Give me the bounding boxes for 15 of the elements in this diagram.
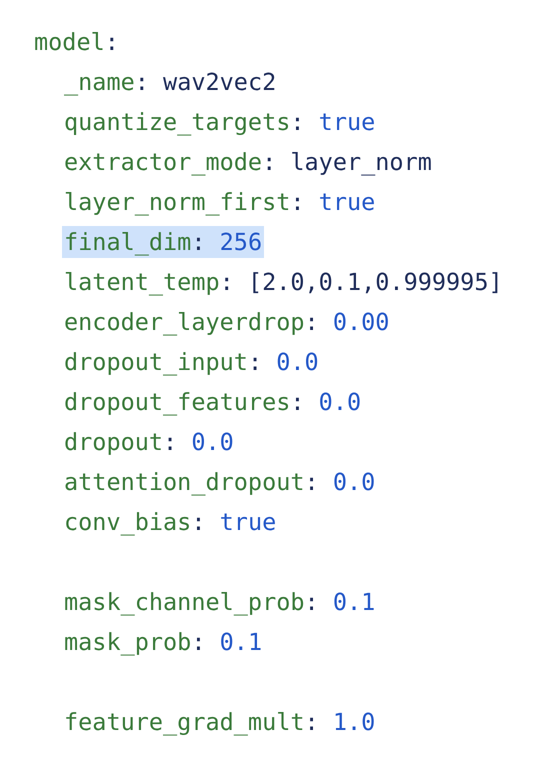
code-line: quantize_targets: true xyxy=(63,107,376,138)
code-line: mask_prob: 0.1 xyxy=(63,627,264,658)
code-line: layer_norm_first: true xyxy=(63,187,376,218)
code-line: attention_dropout: 0.0 xyxy=(63,467,376,498)
code-line: feature_grad_mult: 1.0 xyxy=(63,707,376,738)
code-line: encoder_layerdrop: 0.00 xyxy=(63,307,390,338)
code-line: dropout: 0.0 xyxy=(63,427,235,458)
code-line: dropout_input: 0.0 xyxy=(63,347,320,378)
code-line: mask_channel_prob: 0.1 xyxy=(63,587,376,618)
code-line: conv_bias: true xyxy=(63,507,278,538)
code-line: dropout_features: 0.0 xyxy=(63,387,362,418)
code-line: _name: wav2vec2 xyxy=(63,67,278,98)
code-line: latent_temp: [2.0,0.1,0.999995] xyxy=(63,267,504,298)
code-line: model: xyxy=(33,27,120,58)
code-line: extractor_mode: layer_norm xyxy=(63,147,433,178)
